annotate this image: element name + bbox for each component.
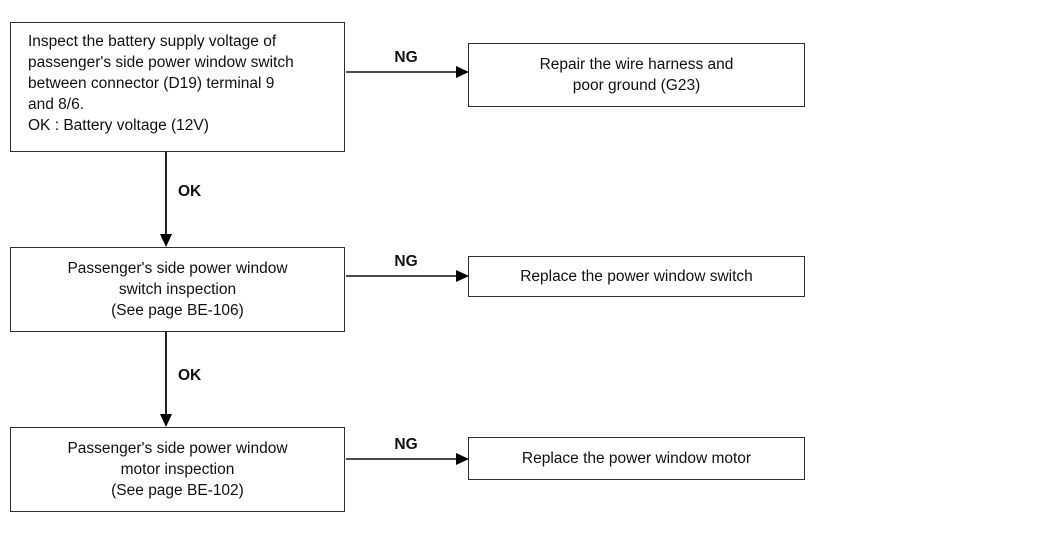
flowchart-step-window-motor-inspection: Passenger's side power window motor insp… [10, 427, 345, 512]
flowchart-step-window-switch-inspection: Passenger's side power window switch ins… [10, 247, 345, 332]
edge-label-ok-1: OK [178, 183, 202, 200]
arrowhead-right-icon [456, 453, 469, 465]
edge-label-ng-2: NG [394, 253, 418, 270]
arrowhead-down-icon [160, 234, 172, 247]
edge-label-ng-3: NG [394, 436, 418, 453]
arrowhead-right-icon [456, 270, 469, 282]
connector-line-ng-1 [346, 71, 456, 73]
flowchart-result-replace-window-switch: Replace the power window switch [468, 256, 805, 297]
flowchart-result-repair-wire-harness: Repair the wire harness and poor ground … [468, 43, 805, 107]
edge-label-ng-1: NG [394, 49, 418, 66]
edge-label-ok-2: OK [178, 367, 202, 384]
result-text: Replace the power window motor [521, 450, 752, 467]
flowchart-step-battery-voltage-inspection: Inspect the battery supply voltage of pa… [10, 22, 345, 152]
connector-line-ok-2 [165, 332, 167, 416]
connector-line-ok-1 [165, 152, 167, 236]
arrowhead-down-icon [160, 414, 172, 427]
step-text: Passenger's side power window switch ins… [67, 260, 288, 319]
result-text: Repair the wire harness and poor ground … [539, 56, 734, 94]
result-text: Replace the power window switch [520, 268, 753, 285]
connector-line-ng-2 [346, 275, 456, 277]
arrowhead-right-icon [456, 66, 469, 78]
step-text: Inspect the battery supply voltage of pa… [28, 33, 294, 134]
connector-line-ng-3 [346, 458, 456, 460]
step-text: Passenger's side power window motor insp… [67, 440, 288, 499]
flowchart-result-replace-window-motor: Replace the power window motor [468, 437, 805, 480]
